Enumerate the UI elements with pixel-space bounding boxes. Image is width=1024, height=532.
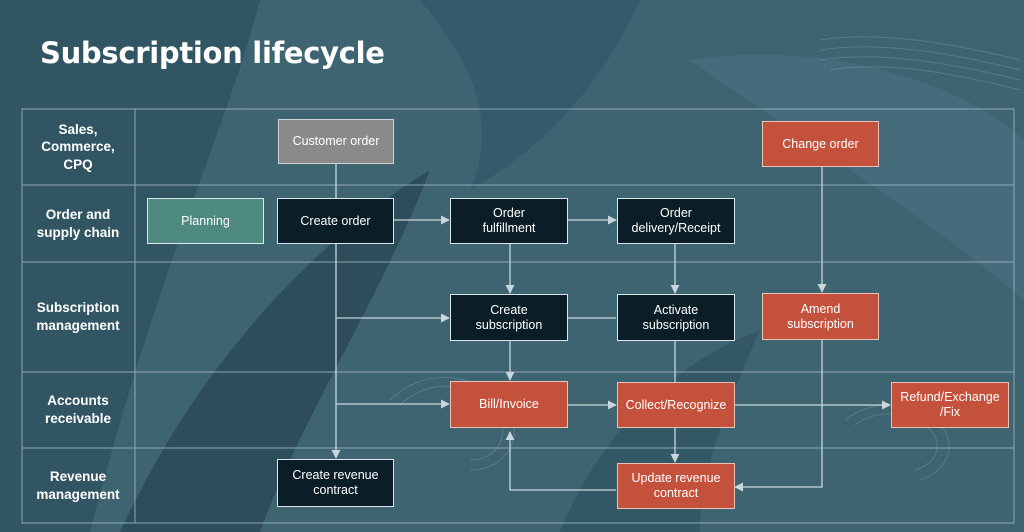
activate-subscription-box: Activate subscription — [617, 294, 735, 341]
lane-label-revenue: Revenue management — [36, 468, 120, 502]
order-delivery-receipt-box: Order delivery/Receipt — [617, 198, 735, 244]
collect-recognize-box: Collect/Recognize — [617, 382, 735, 428]
create-revenue-contract-box: Create revenue contract — [277, 459, 394, 507]
update-revenue-contract-box: Update revenue contract — [617, 463, 735, 509]
page-title: Subscription lifecycle — [40, 36, 385, 70]
connector-amend-to-update-revenue — [734, 340, 823, 492]
lane-label-ar: Accounts receivable — [44, 393, 112, 426]
planning-box: Planning — [147, 198, 264, 244]
create-order-box: Create order — [277, 198, 394, 244]
refund-exchange-fix-box: Refund/Exchange /Fix — [891, 382, 1009, 428]
connector-update-revenue-to-bill — [505, 431, 616, 491]
amend-subscription-box: Amend subscription — [762, 293, 879, 340]
lane-label-subscription: Subscription management — [36, 300, 120, 333]
change-order-box: Change order — [762, 121, 879, 167]
lane-label-order: Order and supply chain — [36, 206, 120, 240]
create-subscription-box: Create subscription — [450, 294, 568, 341]
lane-label-sales: Sales, Commerce, CPQ — [41, 121, 115, 172]
order-fulfillment-box: Order fulfillment — [450, 198, 568, 244]
lane-grid — [21, 108, 1015, 524]
customer-order-box: Customer order — [278, 119, 394, 164]
bill-invoice-box: Bill/Invoice — [450, 381, 568, 428]
